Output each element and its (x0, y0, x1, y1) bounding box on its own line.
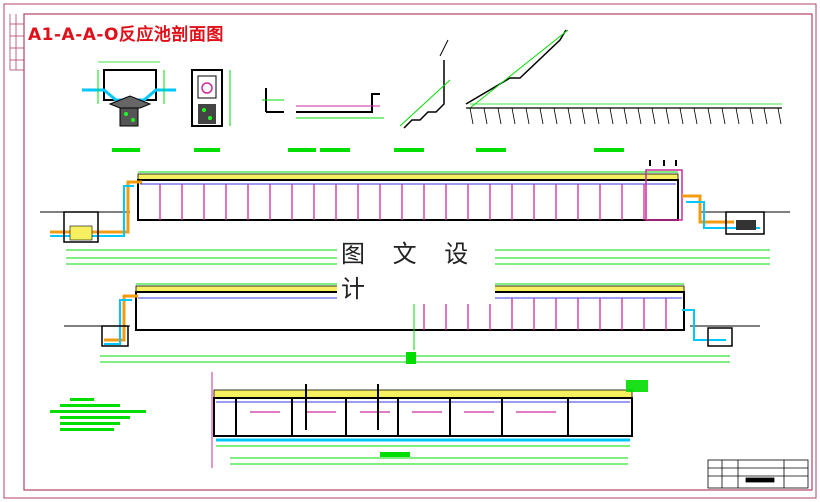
outer-border (3, 3, 817, 499)
detail-long-stair (465, 29, 782, 152)
drawing-title: A1-A-A-O反应池剖面图 (28, 25, 224, 45)
section-3 (211, 372, 648, 468)
inner-border (23, 13, 813, 491)
detail-manhole (191, 69, 231, 152)
title-block (707, 459, 809, 489)
detail-corner (262, 88, 316, 152)
section-1 (40, 160, 790, 275)
detail-channel-section (82, 61, 176, 152)
binding-strip (9, 14, 24, 71)
detail-step (296, 93, 384, 152)
watermark-text: 图 文 设 计 (337, 234, 495, 304)
notes-block (50, 398, 146, 431)
detail-stair (394, 39, 451, 152)
